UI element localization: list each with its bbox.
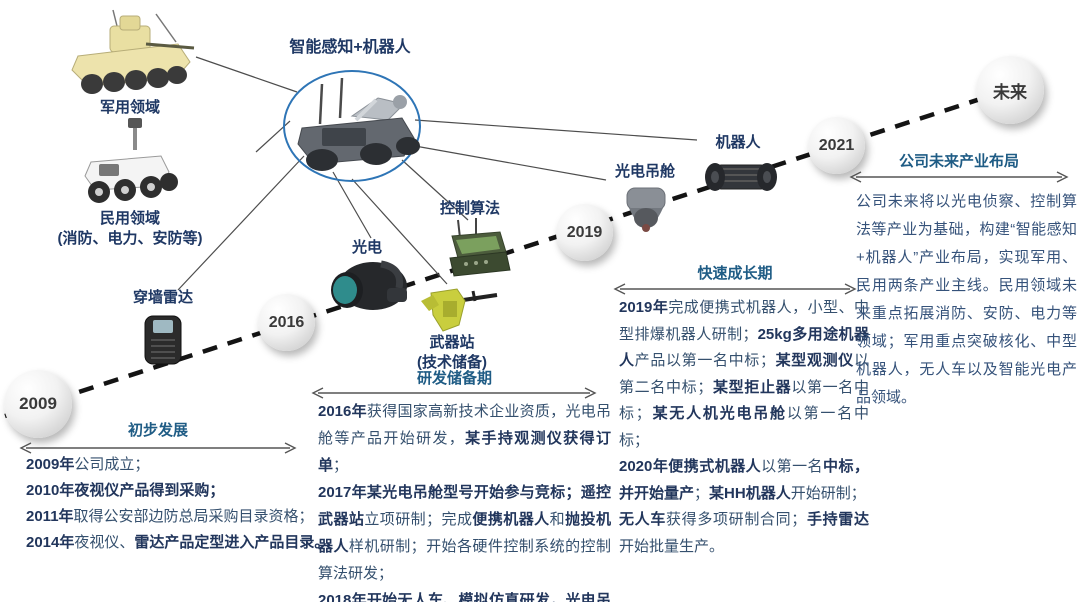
section-future-body: 公司未来将以光电侦察、控制算法等产业为基础，构建“智能感知+机器人”产业布局，实… [856, 193, 1077, 406]
range-arrow-future [849, 171, 1069, 183]
robot-product-label: 机器人 [715, 134, 761, 151]
section-initial-body: 2009年公司成立；2010年夜视仪产品得到采购；2011年取得公安部边防总局采… [26, 456, 330, 551]
section-future-header: 公司未来产业布局 [898, 153, 1019, 170]
control-case-image [449, 218, 511, 277]
weapon-station-image [421, 288, 498, 332]
civil-field-subtitle: (消防、电力、安防等) [57, 230, 203, 247]
small-robot-image [705, 163, 777, 191]
weapon-station-title: 武器站 [429, 334, 475, 351]
milestone-2021: 2021 [808, 117, 865, 174]
section-growth-header: 快速成长期 [697, 265, 773, 282]
optics-label: 光电 [351, 239, 382, 256]
optic-pod-label: 光电吊舱 [614, 163, 675, 180]
civil-field-label: 民用领域 (消防、电力、安防等) [0, 209, 260, 249]
connector-lines [177, 56, 698, 291]
civil-robot-image [84, 118, 178, 203]
wall-radar-label: 穿墙雷达 [132, 289, 193, 306]
range-arrow-rd [311, 387, 597, 399]
milestone-2019: 2019 [556, 204, 613, 261]
hub-title: 智能感知+机器人 [289, 39, 411, 56]
weapon-station-subtitle: (技术储备) [417, 354, 487, 371]
hub-circle [283, 70, 421, 182]
weapon-station-label: 武器站 (技术储备) [392, 333, 512, 373]
section-initial-header: 初步发展 [127, 422, 188, 439]
range-arrow-initial [19, 442, 297, 454]
civil-field-title: 民用领域 [99, 210, 160, 227]
section-rd-header: 研发储备期 [416, 370, 492, 387]
section-growth-body: 2019年完成便携式机器人，小型、中型排爆机器人研制；25kg多用途机器人产品以… [619, 299, 869, 555]
milestone-2009: 2009 [4, 370, 72, 438]
optics-camera-image [331, 260, 407, 310]
milestone-future: 未来 [976, 56, 1044, 124]
military-robot-image [71, 9, 195, 94]
wall-radar-image [144, 315, 182, 365]
center-robot-image [297, 77, 420, 171]
military-field-label: 军用领域 [99, 99, 160, 116]
optic-pod-image [626, 187, 666, 232]
control-algorithm-label: 控制算法 [439, 200, 500, 217]
range-arrow-growth [613, 283, 857, 295]
milestone-2016: 2016 [258, 294, 315, 351]
section-rd-body: 2016年获得国家高新技术企业资质，光电吊舱等产品开始研发，某手持观测仪获得订单… [318, 403, 611, 602]
